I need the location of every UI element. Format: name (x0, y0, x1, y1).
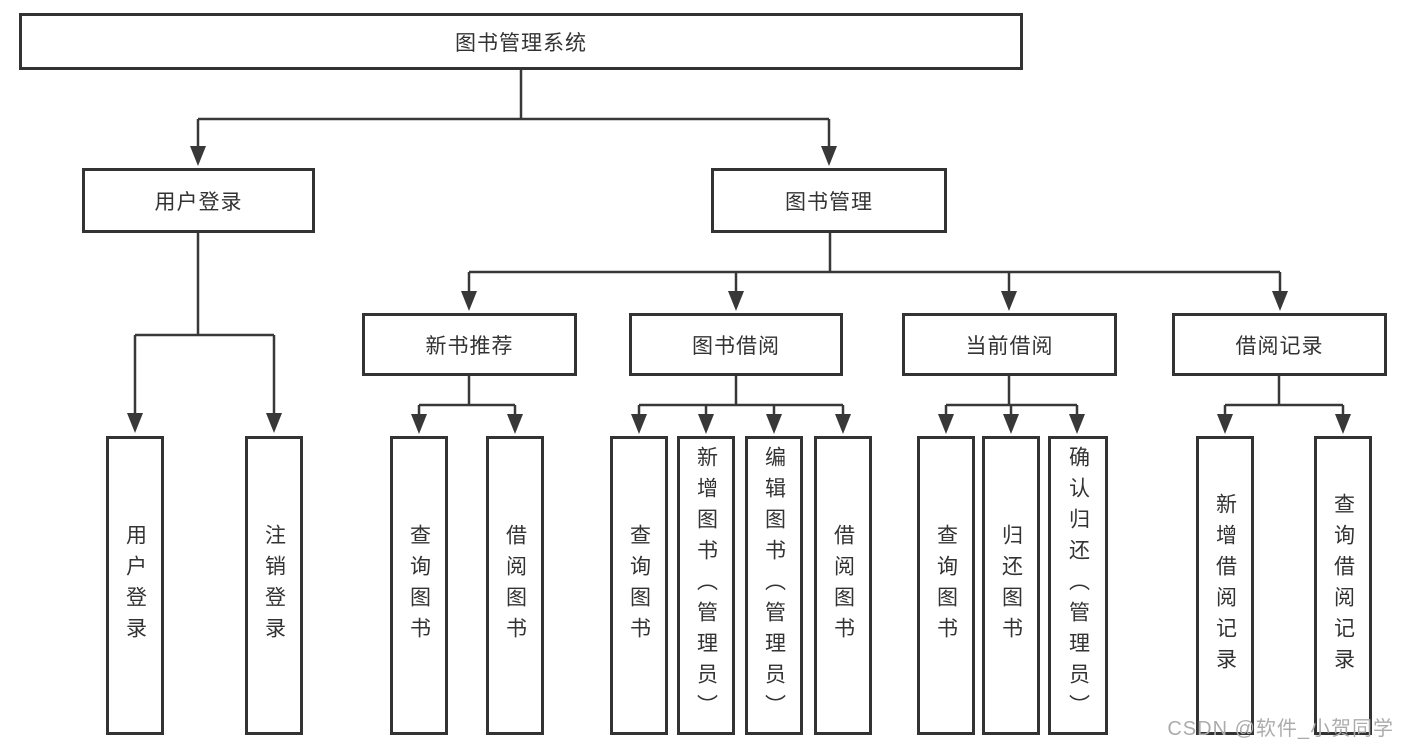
node-leaf-add-books-admin: 新增图书（管理员） (677, 436, 735, 735)
node-leaf-borrow-books-2: 借阅图书 (814, 436, 872, 735)
node-current-borrowing: 当前借阅 (902, 313, 1117, 376)
node-leaf-add-borrow-record: 新增借阅记录 (1196, 436, 1254, 735)
node-leaf-borrow-books-1: 借阅图书 (486, 436, 544, 735)
node-book-borrowing: 图书借阅 (629, 313, 843, 376)
node-leaf-query-books-1: 查询图书 (390, 436, 448, 735)
node-leaf-query-books-3: 查询图书 (917, 436, 975, 735)
node-new-book-recommendation: 新书推荐 (362, 313, 577, 376)
node-leaf-return-books: 归还图书 (982, 436, 1040, 735)
node-book-management: 图书管理 (711, 168, 947, 233)
node-leaf-query-books-2: 查询图书 (610, 436, 668, 735)
node-leaf-edit-books-admin: 编辑图书（管理员） (745, 436, 803, 735)
node-library-management-system: 图书管理系统 (19, 13, 1023, 70)
node-leaf-logout: 注销登录 (245, 436, 303, 735)
node-leaf-query-borrow-record: 查询借阅记录 (1314, 436, 1372, 735)
node-borrowing-records: 借阅记录 (1172, 313, 1387, 376)
csdn-watermark: CSDN @软件_小贺同学 (1167, 718, 1394, 740)
node-leaf-confirm-return-admin: 确认归还（管理员） (1048, 436, 1108, 735)
node-user-login: 用户登录 (82, 168, 315, 233)
node-leaf-user-login: 用户登录 (106, 436, 164, 735)
